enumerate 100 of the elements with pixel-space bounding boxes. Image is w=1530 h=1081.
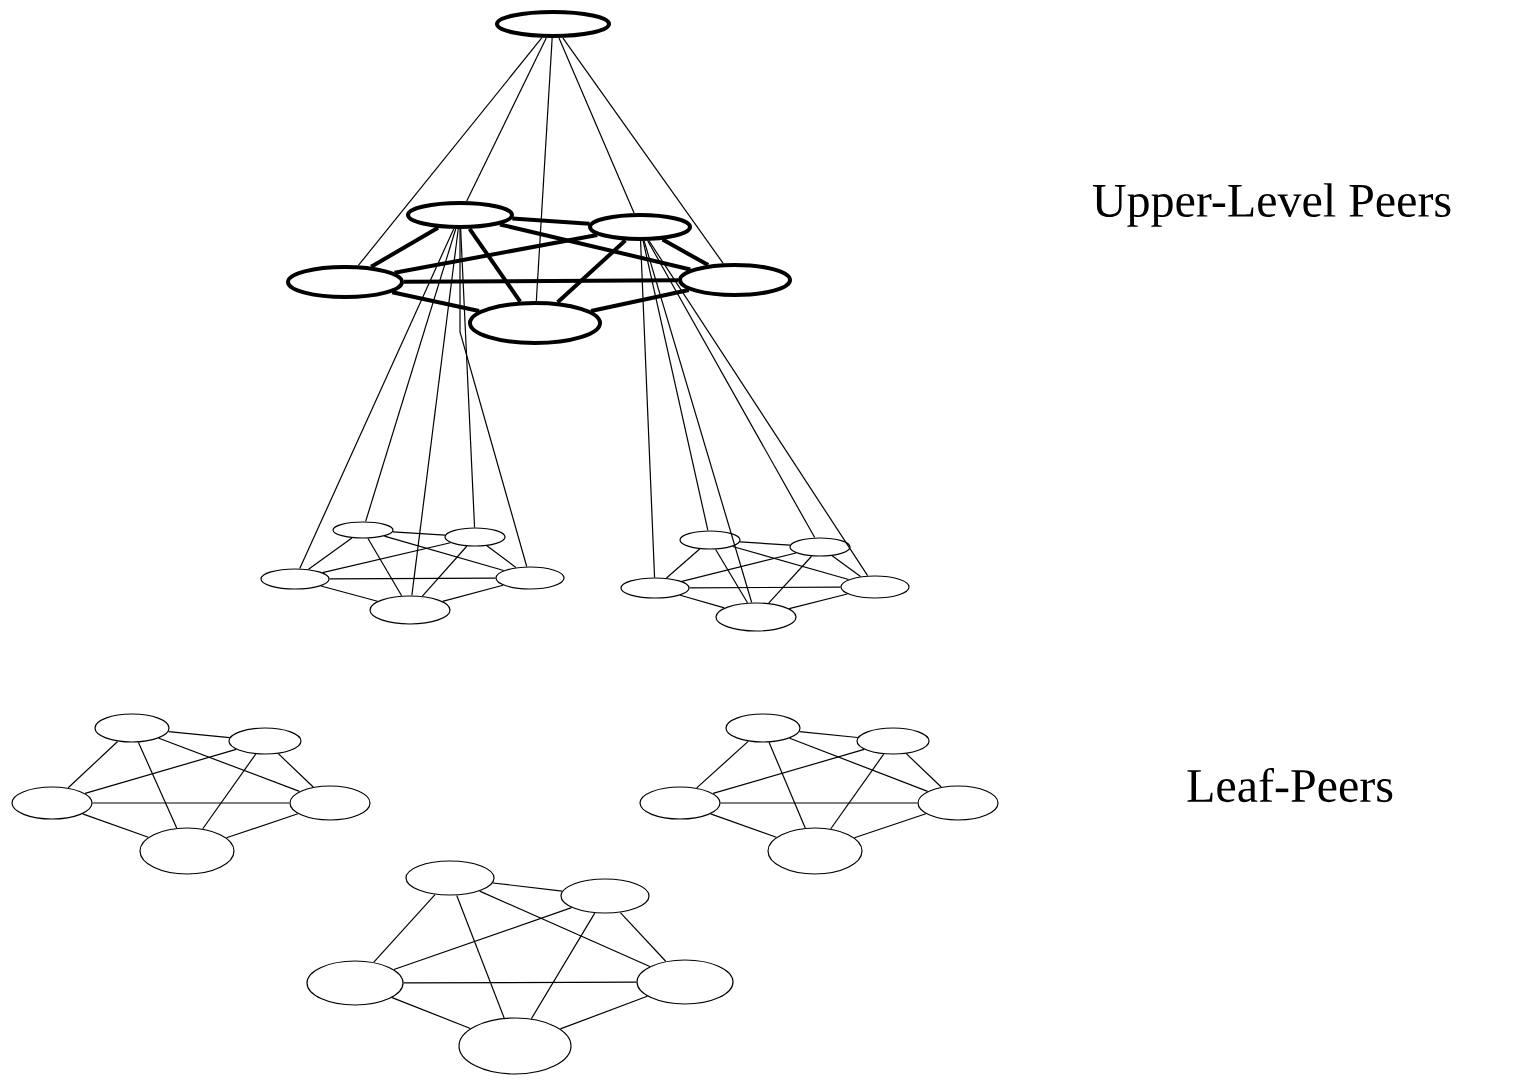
connection-line: [459, 228, 528, 568]
peer-ellipse: [917, 785, 999, 821]
connection-line: [394, 233, 598, 275]
peer-ellipse: [332, 521, 394, 539]
peer-ellipse: [840, 575, 910, 599]
connection-line: [732, 545, 850, 581]
peer-ellipse: [94, 713, 170, 743]
connection-line: [383, 535, 505, 572]
peer-ellipse: [458, 1017, 572, 1075]
connection-line: [307, 537, 353, 570]
connection-line: [158, 737, 301, 793]
connection-line: [619, 911, 667, 962]
connection-line: [648, 240, 869, 577]
connection-line: [367, 537, 403, 597]
connection-line: [499, 222, 691, 272]
connection-line: [530, 912, 596, 1020]
connection-line: [853, 813, 927, 839]
peer-ellipse: [228, 727, 302, 755]
connection-line: [710, 813, 777, 838]
peer-ellipse: [286, 265, 404, 299]
connection-line: [661, 237, 710, 267]
level-label: Upper-Level Peers: [1092, 183, 1451, 227]
peer-ellipse: [725, 713, 801, 743]
connection-line: [556, 238, 627, 304]
connection-line: [321, 542, 452, 574]
connection-line: [647, 240, 816, 539]
peer-ellipse: [560, 878, 650, 914]
connection-line: [643, 240, 753, 604]
connection-line: [421, 545, 468, 597]
peer-ellipse: [620, 577, 690, 599]
connection-line: [370, 226, 440, 269]
connection-line: [167, 730, 231, 739]
peer-ellipse: [444, 527, 506, 547]
connection-line: [798, 731, 859, 739]
connection-line: [403, 981, 637, 984]
connection-line: [393, 907, 573, 971]
connection-line: [512, 216, 590, 226]
connection-line: [92, 802, 290, 804]
peer-ellipse: [468, 301, 602, 345]
peer-ellipse: [639, 786, 721, 820]
connection-line: [712, 748, 865, 794]
connection-line: [67, 740, 119, 789]
connection-line: [559, 995, 648, 1030]
connection-line: [486, 545, 517, 569]
connection-line: [831, 555, 862, 578]
connection-line: [830, 753, 885, 830]
connection-line: [642, 240, 709, 532]
connection-line: [391, 997, 471, 1030]
connection-line: [739, 541, 791, 546]
connection-line: [365, 228, 457, 523]
connection-line: [329, 577, 496, 580]
connection-line: [373, 894, 436, 963]
connection-line: [640, 240, 656, 578]
peer-ellipse: [678, 263, 792, 297]
connection-line: [225, 813, 299, 839]
connection-line: [768, 555, 813, 604]
connection-line: [715, 548, 749, 604]
connection-line: [590, 288, 690, 313]
connection-line: [467, 227, 522, 303]
peer-ellipse: [11, 786, 93, 820]
peer-ellipse: [405, 860, 495, 896]
connection-line: [535, 37, 553, 302]
connection-line: [391, 290, 480, 313]
connection-line: [905, 753, 942, 788]
connection-line: [558, 37, 635, 214]
connection-line: [442, 584, 504, 602]
connection-line: [679, 594, 725, 609]
connection-line: [789, 737, 929, 792]
connection-line: [299, 228, 455, 570]
connection-line: [137, 741, 178, 829]
level-label: Leaf-Peers: [1187, 767, 1393, 803]
peer-ellipse: [789, 537, 851, 557]
peer-ellipse: [636, 959, 734, 1005]
connection-line: [681, 552, 797, 582]
peer-ellipse: [139, 827, 235, 875]
peer-ellipse: [306, 960, 404, 1006]
connection-line: [320, 585, 379, 602]
peer-ellipse: [856, 727, 930, 755]
connection-line: [720, 802, 918, 804]
peer-ellipse: [495, 566, 565, 590]
connection-line: [768, 741, 806, 829]
connection-line: [466, 37, 547, 202]
connection-line: [392, 531, 446, 536]
connection-line: [277, 753, 314, 788]
connection-line: [492, 882, 563, 892]
peer-ellipse: [495, 10, 611, 38]
connection-line: [404, 278, 679, 284]
peer-ellipse: [588, 213, 692, 241]
connection-line: [202, 753, 257, 830]
peer-ellipse: [679, 530, 741, 550]
connection-line: [665, 548, 701, 579]
connection-line: [562, 37, 724, 264]
connection-line: [456, 894, 505, 1019]
connection-line: [411, 228, 459, 596]
peer-ellipse: [767, 827, 863, 875]
connection-line: [696, 740, 749, 789]
connection-line: [82, 813, 149, 838]
peer-ellipse: [289, 785, 371, 821]
connection-line: [84, 748, 237, 794]
peer-ellipse: [260, 568, 330, 590]
